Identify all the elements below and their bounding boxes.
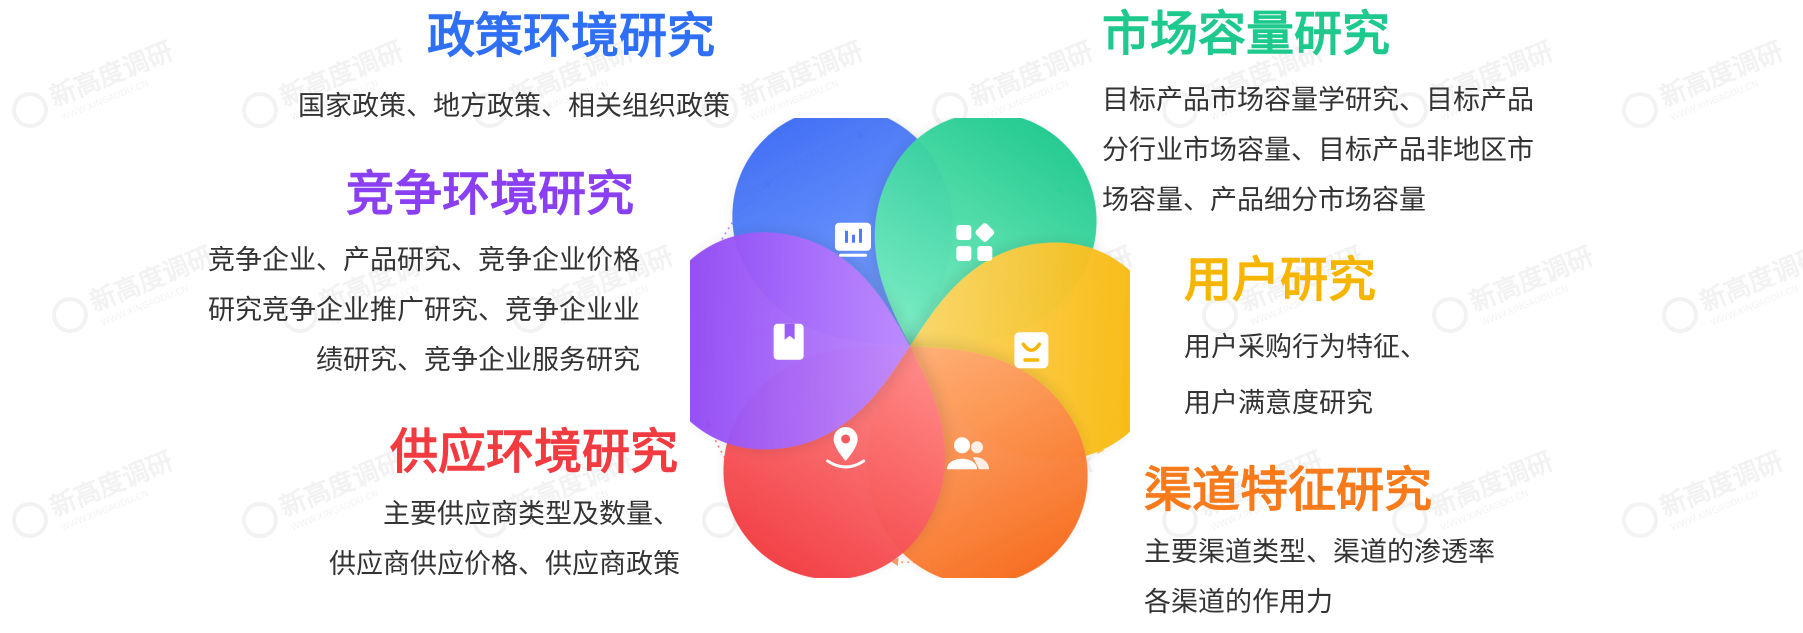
svg-text:WWW.XINGAODU.CN: WWW.XINGAODU.CN: [1710, 284, 1800, 328]
policy-line: 国家政策、地方政策、相关组织政策: [298, 90, 730, 122]
petals-layer: [690, 118, 1130, 578]
supply-line: 供应商供应价格、供应商政策: [329, 548, 680, 580]
svg-text:WWW.XINGAODU.CN: WWW.XINGAODU.CN: [1670, 489, 1760, 533]
chart-screen-icon: [834, 222, 871, 257]
svg-text:WWW.XINGAODU.CN: WWW.XINGAODU.CN: [980, 79, 1070, 123]
svg-text:新高度调研: 新高度调研: [1656, 36, 1788, 113]
channel-desc: 主要渠道类型、渠道的渗透率 各渠道的作用力: [1144, 528, 1604, 628]
competition-section: 竞争环境研究 竞争企业、产品研究、竞争企业价格 研究竞争企业推广研究、竞争企业业…: [150, 166, 640, 386]
market-desc: 目标产品市场容量学研究、目标产品 分行业市场容量、目标产品非地区市 场容量、产品…: [1102, 76, 1622, 226]
supply-line: 主要供应商类型及数量、: [383, 498, 680, 530]
research-flower-diagram: [690, 118, 1130, 578]
svg-text:新高度调研: 新高度调研: [736, 36, 868, 113]
user-line: 用户满意度研究: [1184, 387, 1373, 419]
user-desc: 用户采购行为特征、 用户满意度研究: [1184, 320, 1584, 432]
channel-line: 各渠道的作用力: [1144, 586, 1333, 618]
channel-title: 渠道特征研究: [1144, 462, 1433, 518]
competition-line: 绩研究、竞争企业服务研究: [316, 344, 640, 376]
policy-section: 政策环境研究 国家政策、地方政策、相关组织政策: [200, 8, 730, 132]
svg-text:新高度调研: 新高度调研: [46, 36, 178, 113]
competition-title: 竞争环境研究: [345, 166, 634, 222]
channel-line: 主要渠道类型、渠道的渗透率: [1144, 536, 1495, 568]
user-line: 用户采购行为特征、: [1184, 331, 1427, 363]
competition-line: 竞争企业、产品研究、竞争企业价格: [208, 244, 640, 276]
market-line: 目标产品市场容量学研究、目标产品: [1102, 84, 1534, 116]
policy-title: 政策环境研究: [426, 8, 715, 64]
svg-text:WWW.XINGAODU.CN: WWW.XINGAODU.CN: [750, 79, 840, 123]
location-pin-icon: [826, 426, 866, 469]
svg-text:新高度调研: 新高度调研: [1656, 446, 1788, 523]
svg-text:WWW.XINGAODU.CN: WWW.XINGAODU.CN: [1670, 79, 1760, 123]
svg-text:新高度调研: 新高度调研: [1696, 241, 1803, 318]
competition-line: 研究竞争企业推广研究、竞争企业业: [208, 294, 640, 326]
svg-text:WWW.XINGAODU.CN: WWW.XINGAODU.CN: [60, 489, 150, 533]
users-icon: [947, 437, 990, 470]
apps-grid-icon: [956, 223, 995, 262]
market-line: 场容量、产品细分市场容量: [1102, 184, 1426, 216]
supply-section: 供应环境研究 主要供应商类型及数量、 供应商供应价格、供应商政策: [230, 424, 680, 590]
market-title: 市场容量研究: [1102, 6, 1391, 62]
channel-section: 渠道特征研究 主要渠道类型、渠道的渗透率 各渠道的作用力: [1144, 462, 1604, 628]
market-line: 分行业市场容量、目标产品非地区市: [1102, 134, 1534, 166]
market-section: 市场容量研究 目标产品市场容量学研究、目标产品 分行业市场容量、目标产品非地区市…: [1102, 6, 1622, 226]
svg-text:WWW.XINGAODU.CN: WWW.XINGAODU.CN: [60, 79, 150, 123]
bag-icon: [1014, 332, 1049, 369]
user-section: 用户研究 用户采购行为特征、 用户满意度研究: [1184, 252, 1584, 432]
supply-title: 供应环境研究: [389, 424, 678, 480]
policy-desc: 国家政策、地方政策、相关组织政策: [200, 82, 730, 132]
supply-desc: 主要供应商类型及数量、 供应商供应价格、供应商政策: [230, 490, 680, 590]
bookmark-icon: [773, 323, 804, 360]
competition-desc: 竞争企业、产品研究、竞争企业价格 研究竞争企业推广研究、竞争企业业 绩研究、竞争…: [150, 236, 640, 386]
user-title: 用户研究: [1184, 252, 1377, 308]
svg-text:新高度调研: 新高度调研: [46, 446, 178, 523]
orbit-arrowhead: [891, 557, 899, 567]
svg-text:新高度调研: 新高度调研: [966, 36, 1098, 113]
